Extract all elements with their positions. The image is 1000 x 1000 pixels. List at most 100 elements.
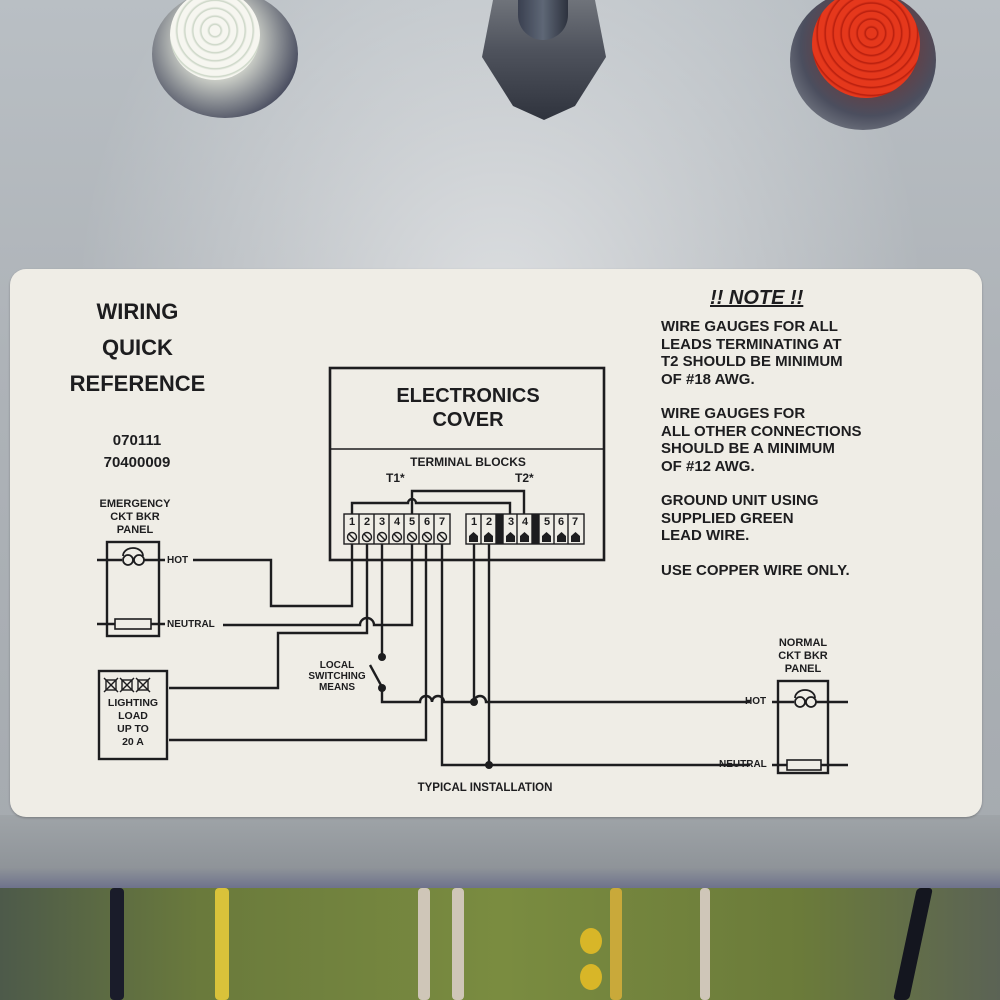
black-wire [893,888,933,1000]
wire-normal-hot [380,688,750,704]
switch-line: SWITCHING [308,671,366,682]
note-line: ALL OTHER CONNECTIONS [661,422,862,440]
normal-panel-box [776,679,830,775]
normal-hot-label: HOT [745,696,767,707]
panel-title-line: EMERGENCY [99,498,171,510]
switch-blade-icon [368,664,384,688]
note-line: T2 SHOULD BE MINIMUM [661,353,843,370]
part-code-1: 070111 [112,432,162,449]
wire-t1-6-to-load [169,544,428,742]
emergency-breaker-icon [122,547,144,557]
emergency-hot-label: HOT [167,555,189,566]
normal-panel-title: NORMAL CKT BKR PANEL [748,637,858,676]
electronics-cover-title: ELECTRONICS COVER [330,384,606,432]
cover-title-line: ELECTRONICS [396,385,540,407]
t1-terminal-6: 6 [423,516,431,528]
junction-t2-2-neutral [485,761,493,769]
note-block-copper: USE COPPER WIRE ONLY. [661,562,850,580]
local-switching-text: LOCAL SWITCHING MEANS [300,660,374,693]
panel-title-line: CKT BKR [778,650,828,662]
note-line: WIRE GAUGES FOR ALL [661,318,838,335]
t1-label: T1* [386,471,405,485]
black-wire [110,888,124,1000]
note-line: WIRE GAUGES FOR [661,405,806,422]
load-line: 20 A [122,736,144,748]
t2-separator-bars [496,514,539,544]
t2-terminal-2: 2 [485,516,493,528]
red-lamp-lens [812,0,920,98]
wire-t1-2-to-load [169,544,369,690]
normal-neutral-bar-icon [786,759,822,771]
switch-line: LOCAL [319,660,355,671]
t1-terminal-5: 5 [408,516,416,528]
yellow-wire [215,888,229,1000]
label-title-line-2: QUICK [102,335,173,360]
t1-screw-icons [346,531,448,543]
t1-terminal-1: 1 [348,516,356,528]
note-line: SHOULD BE A MINIMUM [661,440,835,457]
note-block-ground: GROUND UNIT USING SUPPLIED GREEN LEAD WI… [661,492,819,545]
panel-title-line: CKT BKR [110,511,160,523]
lighting-load-box [97,669,169,761]
note-block-t2-gauge: WIRE GAUGES FOR ALL LEADS TERMINATING AT… [661,318,843,388]
yellow-wire [610,888,622,1000]
white-wire [452,888,464,1000]
t2-clamp-icons [469,532,580,542]
normal-breaker-icon [794,689,816,699]
t2-terminal-1: 1 [470,516,478,528]
switch-line: MEANS [318,682,356,693]
t1-terminal-7: 7 [438,516,446,528]
typical-installation-caption: TYPICAL INSTALLATION [417,782,553,794]
white-wire [418,888,430,1000]
emergency-panel-title: EMERGENCY CKT BKR PANEL [80,498,190,537]
lighting-load-text: LIGHTING LOAD UP TO 20 A [99,697,167,749]
emergency-neutral-label: NEUTRAL [167,619,215,630]
capacitor [580,928,602,954]
note-line: LEAD WIRE. [661,527,750,544]
switch-contact-top [378,653,386,661]
lamp-symbol-icons [103,677,151,693]
wire-emergency-neutral [223,544,414,627]
emergency-neutral-bar-icon [114,618,152,630]
red-indicator-lamp [790,0,936,130]
t1-terminal-block [343,513,451,545]
white-lamp-lens [170,0,260,80]
t2-terminal-6: 6 [557,516,565,528]
note-title: !! NOTE !! [710,287,804,309]
cover-title-line: COVER [432,409,504,431]
note-line: OF #18 AWG. [661,370,755,388]
panel-title-line: PANEL [116,524,154,536]
note-line: USE COPPER WIRE ONLY. [661,562,850,579]
electronics-cover-box [328,366,606,562]
white-indicator-lamp [152,0,298,118]
load-line: UP TO [117,723,149,735]
t2-terminal-4: 4 [521,516,529,528]
enclosure-lower-lip [0,815,1000,890]
capacitor [580,964,602,990]
t1-terminal-4: 4 [393,516,401,528]
knob-stem [518,0,568,40]
panel-title-line: PANEL [784,663,822,675]
wiring-quick-reference-label: WIRING QUICK REFERENCE 070111 70400009 !… [10,269,982,817]
part-code-2: 70400009 [103,454,171,471]
t2-terminal-7: 7 [571,516,579,528]
panel-title-line: NORMAL [778,637,828,649]
load-line: LOAD [118,710,148,722]
label-title-line-1: WIRING [96,299,179,324]
emergency-panel-box [105,540,161,638]
jumper-t1-5-to-t2-4 [410,489,526,514]
label-title-line-3: REFERENCE [69,371,206,396]
note-line: LEADS TERMINATING AT [661,335,842,353]
load-line: LIGHTING [107,697,159,709]
wire-emergency-hot [193,544,354,608]
jumper-t1-1-to-t2-3 [350,497,512,514]
t1-terminal-3: 3 [378,516,386,528]
note-line: GROUND UNIT USING [661,492,819,509]
white-wire [700,888,710,1000]
terminal-blocks-label: TERMINAL BLOCKS [410,455,526,469]
note-block-other-gauge: WIRE GAUGES FOR ALL OTHER CONNECTIONS SH… [661,405,862,475]
wire-normal-neutral [440,544,750,767]
t1-terminal-2: 2 [363,516,371,528]
t2-terminal-3: 3 [507,516,515,528]
t2-label: T2* [515,471,534,485]
